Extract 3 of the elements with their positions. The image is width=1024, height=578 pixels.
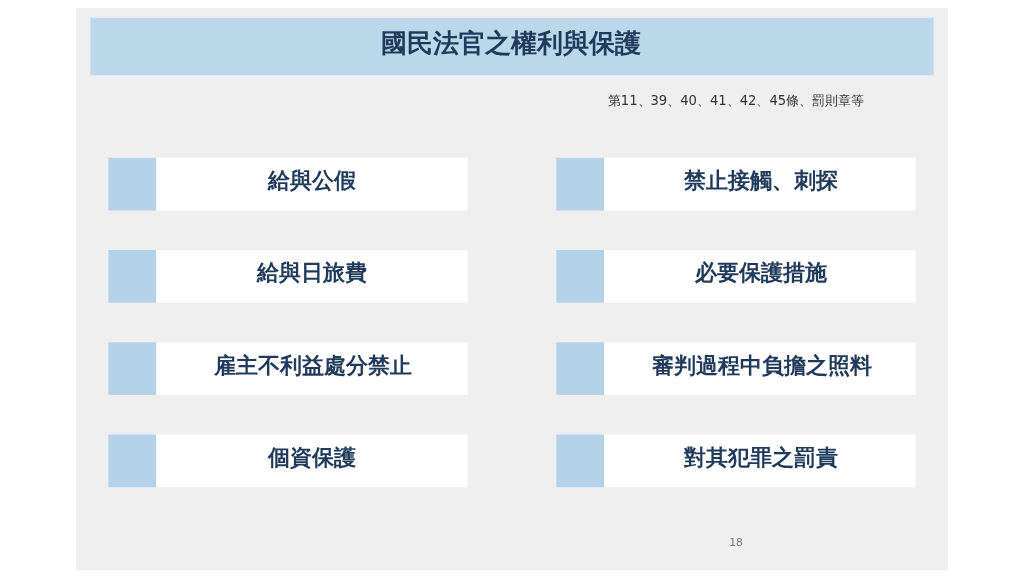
label: 第11、39、40、41、42、45條、罰則章等 [607, 92, 865, 108]
diagram-title: 國民法官之權利與保護 [381, 27, 642, 58]
label: 18 [729, 536, 743, 550]
